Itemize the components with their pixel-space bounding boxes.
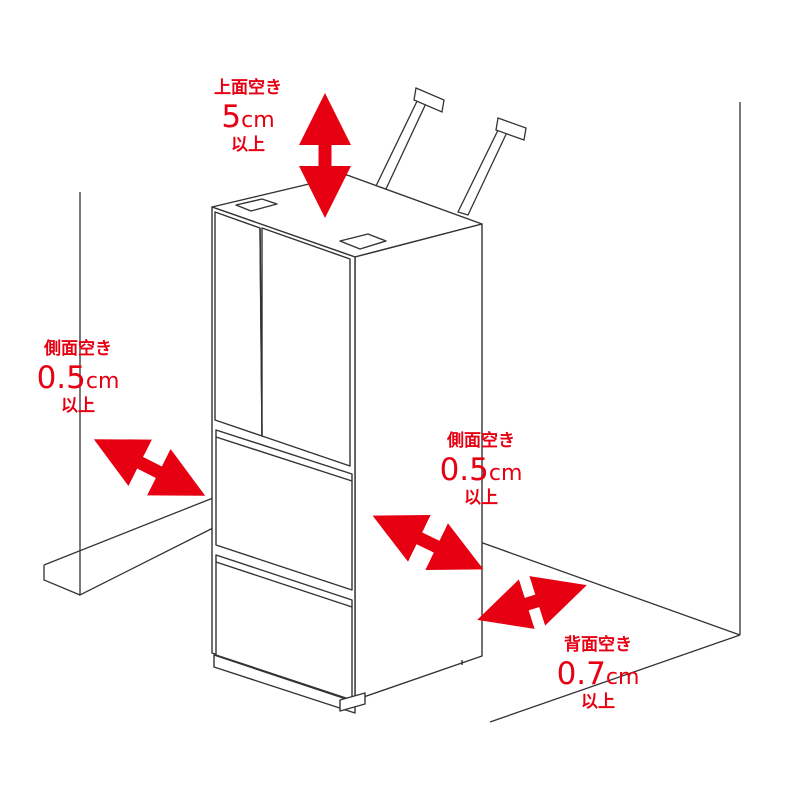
top-clearance-value: 5 bbox=[221, 99, 242, 135]
right-clearance-label: 側面空き 0.5cm 以上 bbox=[429, 433, 533, 507]
left-clearance-label: 側面空き 0.5cm 以上 bbox=[26, 341, 130, 415]
left-clearance-arrow bbox=[93, 439, 206, 496]
left-clearance-suffix: 以上 bbox=[61, 396, 95, 416]
left-clearance-unit: cm bbox=[85, 369, 120, 394]
top-clearance-suffix: 以上 bbox=[231, 135, 265, 155]
right-door bbox=[261, 227, 351, 467]
right-clearance-arrow bbox=[372, 514, 484, 571]
right-clearance-value: 0.5 bbox=[439, 452, 489, 488]
clearance-arrows bbox=[93, 93, 587, 629]
top-clearance-label: 上面空き 5cm 以上 bbox=[196, 80, 300, 154]
right-clearance-title: 側面空き bbox=[447, 431, 515, 451]
refrigerator bbox=[211, 174, 483, 714]
anti-tip-brackets bbox=[375, 87, 527, 216]
left-clearance-value: 0.5 bbox=[36, 360, 86, 396]
left-clearance-title: 側面空き bbox=[44, 339, 112, 359]
back-clearance-arrow bbox=[477, 576, 587, 629]
back-clearance-title: 背面空き bbox=[564, 635, 632, 655]
back-clearance-value: 0.7 bbox=[556, 656, 606, 692]
top-clearance-unit: cm bbox=[241, 108, 275, 133]
back-clearance-unit: cm bbox=[605, 665, 640, 690]
left-door bbox=[214, 211, 263, 437]
right-clearance-unit: cm bbox=[488, 461, 523, 486]
right-clearance-suffix: 以上 bbox=[464, 488, 498, 508]
top-clearance-title: 上面空き bbox=[214, 78, 282, 98]
back-clearance-suffix: 以上 bbox=[581, 692, 615, 712]
room-outline bbox=[43, 102, 741, 723]
back-clearance-label: 背面空き 0.7cm 以上 bbox=[546, 637, 650, 711]
